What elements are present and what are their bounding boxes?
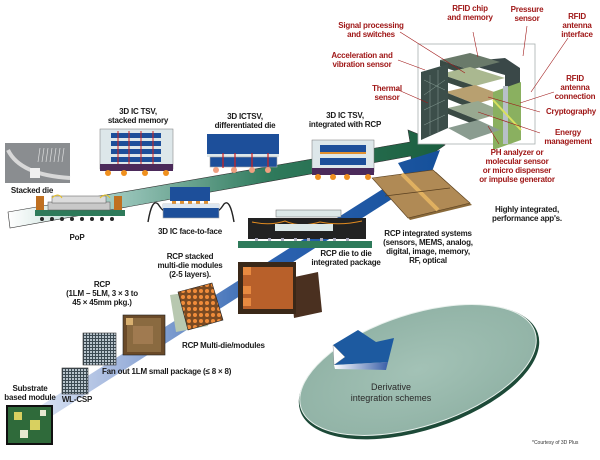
3d-module-cube-image (417, 43, 536, 150)
callout-rfid-antenna-connection: RFID antenna connection (554, 74, 596, 101)
substrate-module-image (6, 405, 53, 445)
label-highly-integrated: Highly integrated, performance app's. (492, 205, 562, 223)
pop-package-image (35, 194, 125, 221)
rcp-die-to-die-image (238, 209, 372, 248)
label-tsv-differentiated-die: 3D ICTSV, differentiated die (214, 112, 276, 130)
label-rcp-die-to-die: RCP die to die integrated package (311, 249, 381, 267)
label-tsv-stacked-memory: 3D IC TSV, stacked memory (107, 107, 169, 125)
callout-acceleration-sensor: Acceleration and vibration sensor (331, 51, 393, 69)
derivative-arrow-icon (332, 330, 394, 370)
fan-out-image (82, 332, 117, 366)
label-derivative-schemes: Derivative integration schemes (350, 382, 432, 403)
label-substrate-module: Substrate based module (4, 384, 56, 402)
footnote-courtesy: *Courtesy of 3D Plus (532, 440, 579, 446)
label-fan-out: Fan out 1LM small package (≤ 8 × 8) (102, 367, 232, 376)
tsv-stacked-memory-image (99, 128, 174, 176)
wl-csp-image (61, 367, 89, 395)
stacked-die-image (5, 143, 71, 183)
rcp-integrated-systems-image (371, 169, 472, 220)
callout-rfid-chip: RFID chip and memory (447, 4, 493, 22)
rcp-multi-die-image (170, 282, 224, 332)
label-pop: PoP (69, 233, 85, 242)
derivative-ellipse (298, 304, 540, 440)
callout-energy-management: Energy management (544, 128, 592, 146)
tsv-differentiated-die-image (207, 134, 279, 173)
label-rcp: RCP (1LM – 5LM, 3 × 3 to 45 × 45mm pkg.) (66, 280, 138, 307)
label-tsv-integrated-rcp: 3D IC TSV, integrated with RCP (308, 111, 382, 129)
rcp-image (122, 314, 166, 356)
callout-thermal-sensor: Thermal sensor (372, 84, 402, 102)
label-rcp-stacked: RCP stacked multi-die modules (2-5 layer… (157, 252, 223, 279)
callout-signal-processing: Signal processing and switches (338, 21, 404, 39)
label-stacked-die: Stacked die (10, 186, 54, 195)
label-rcp-multi-die: RCP Multi-die/modules (182, 341, 265, 350)
rcp-stacked-image (238, 262, 322, 318)
callout-rfid-antenna-interface: RFID antenna interface (561, 12, 593, 39)
callout-pressure-sensor: Pressure sensor (510, 5, 544, 23)
label-face-to-face: 3D IC face-to-face (158, 227, 222, 236)
label-rcp-integrated-systems: RCP integrated systems (sensors, MEMS, a… (383, 229, 473, 265)
cube-callout-lines (395, 25, 569, 145)
callout-ph-analyzer: PH analyzer or molecular sensor or micro… (479, 148, 555, 184)
label-wl-csp: WL-CSP (61, 395, 93, 404)
tsv-integrated-rcp-image (311, 139, 375, 180)
callout-cryptography: Cryptography (545, 107, 597, 116)
face-to-face-image (147, 187, 235, 223)
